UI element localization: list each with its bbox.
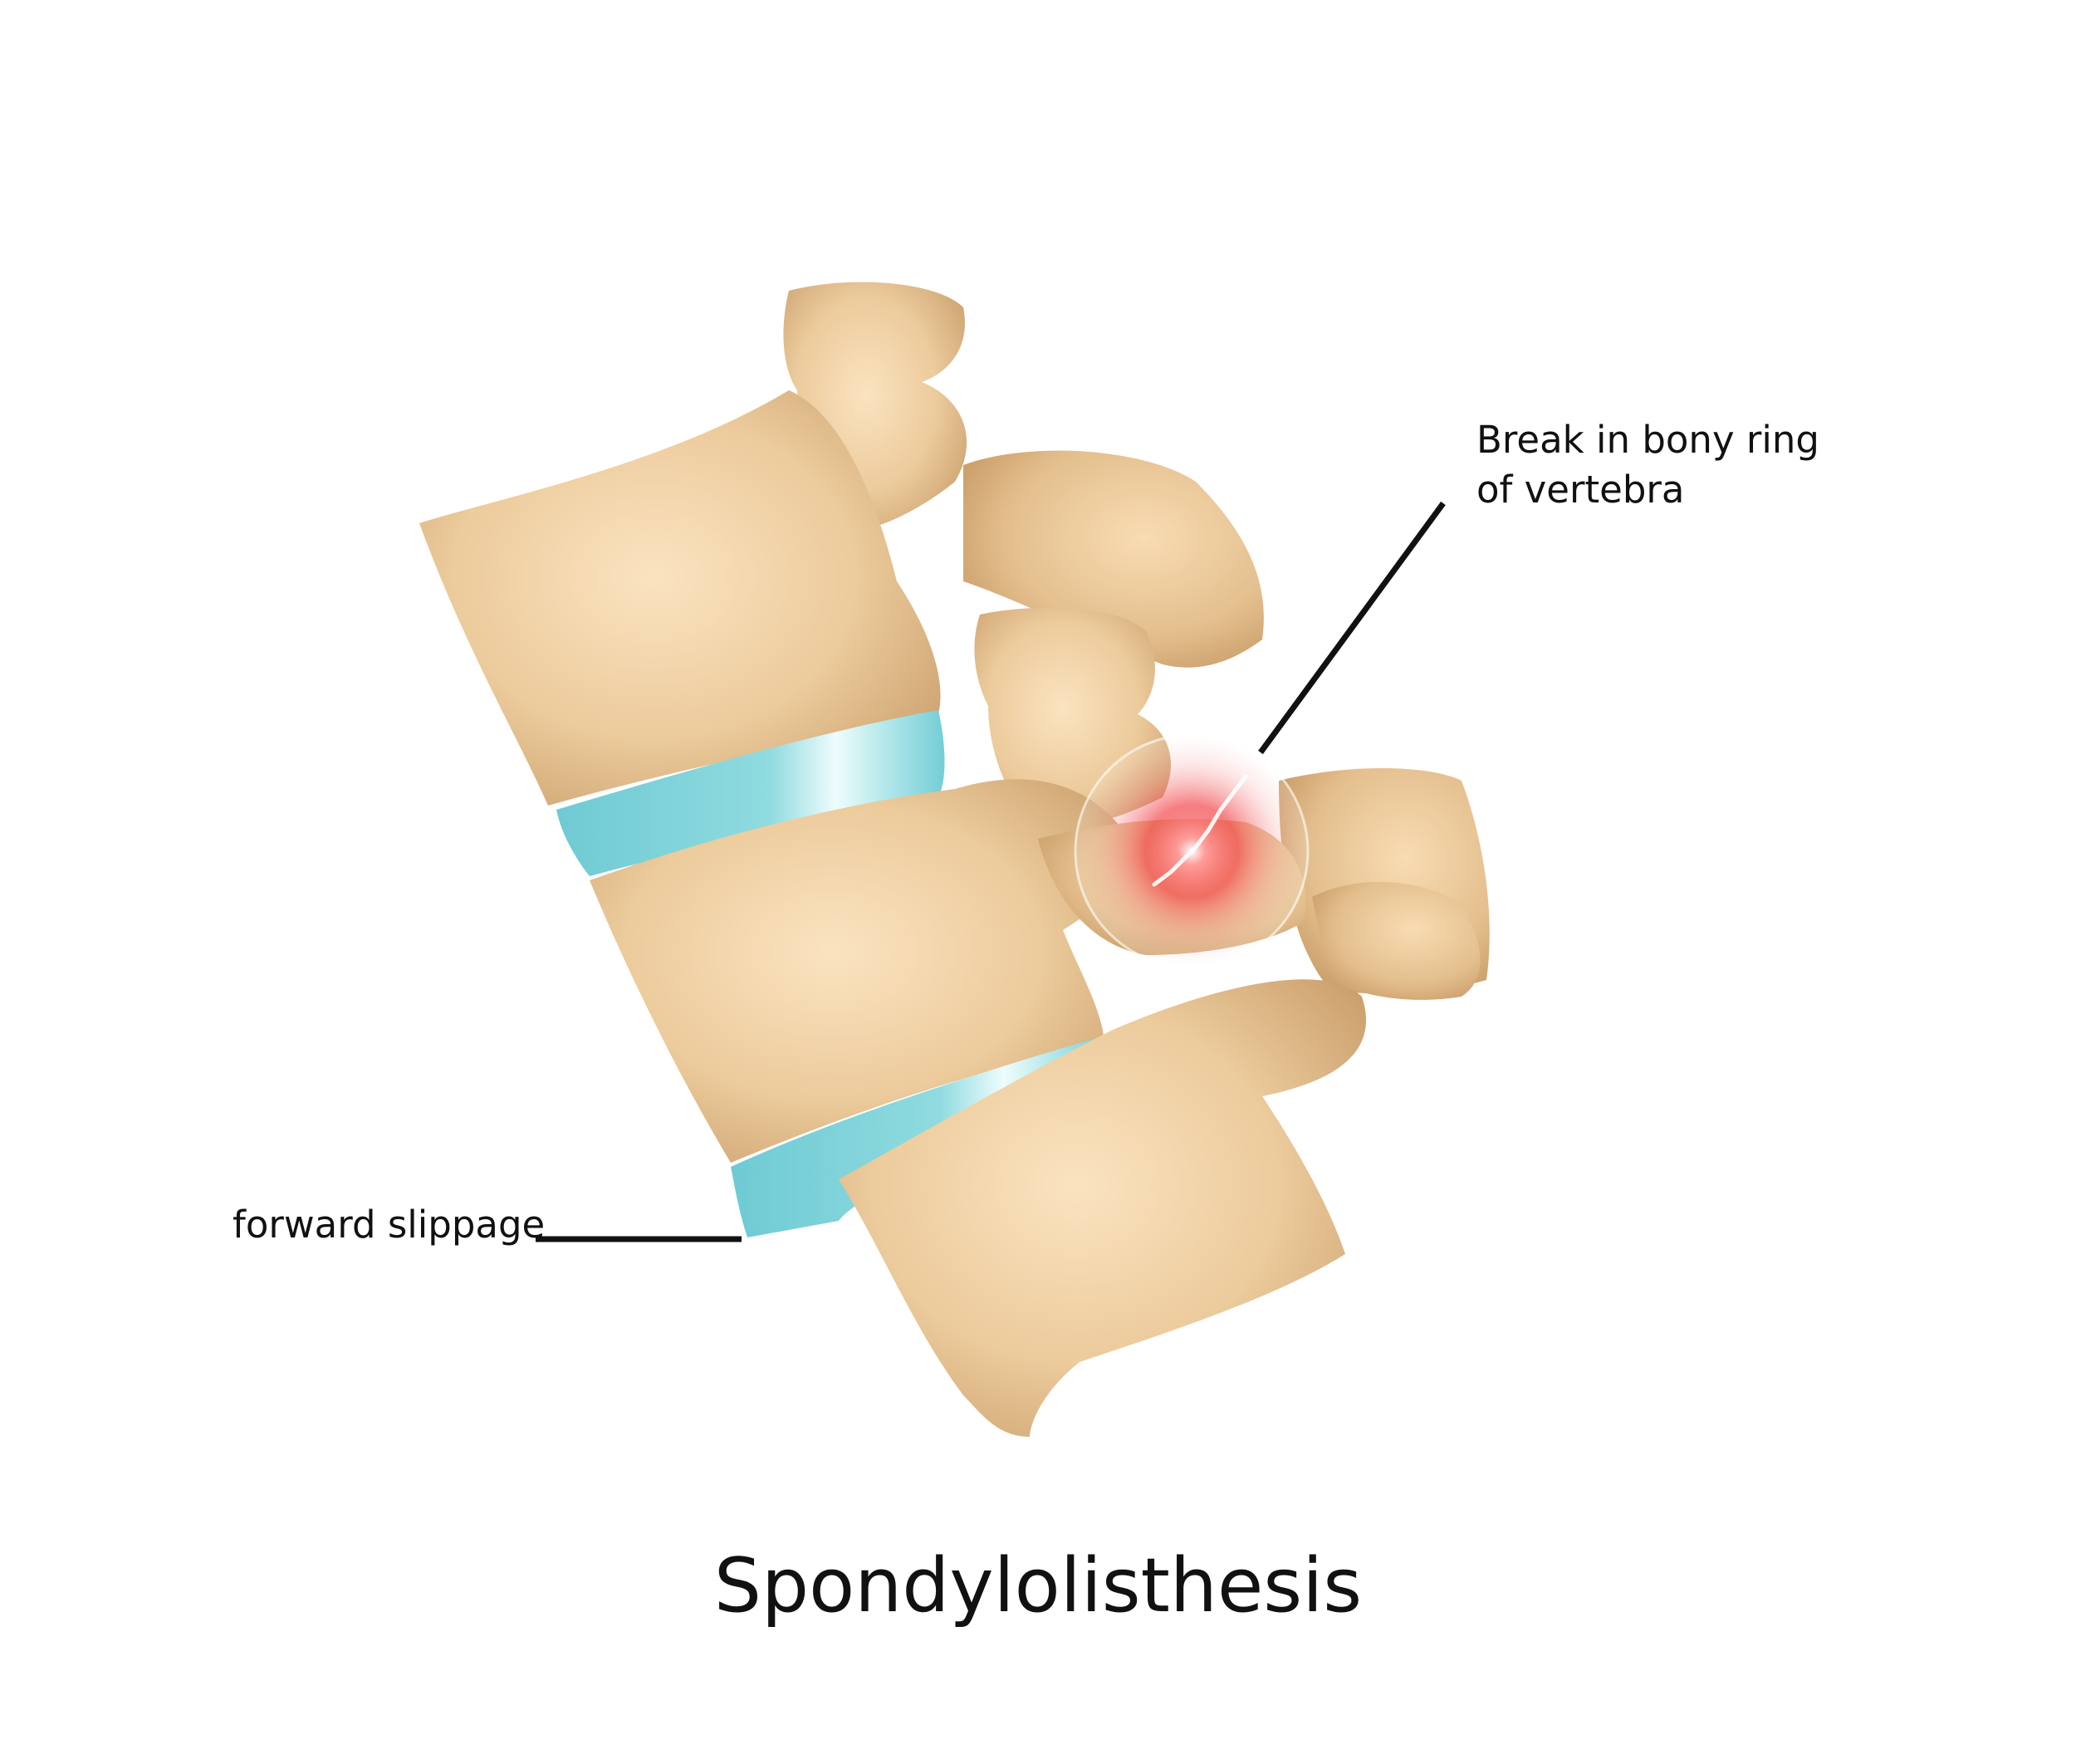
page-title: Spondylolisthesis — [0, 1541, 2076, 1632]
break-label: Break in bony ring of vertebra — [1476, 415, 1819, 515]
break-leader-line — [1261, 503, 1443, 752]
break-label-line-2: of vertebra — [1476, 465, 1819, 515]
break-label-line-1: Break in bony ring — [1476, 415, 1819, 465]
forward-slippage-label: forward slippage — [233, 1200, 545, 1250]
